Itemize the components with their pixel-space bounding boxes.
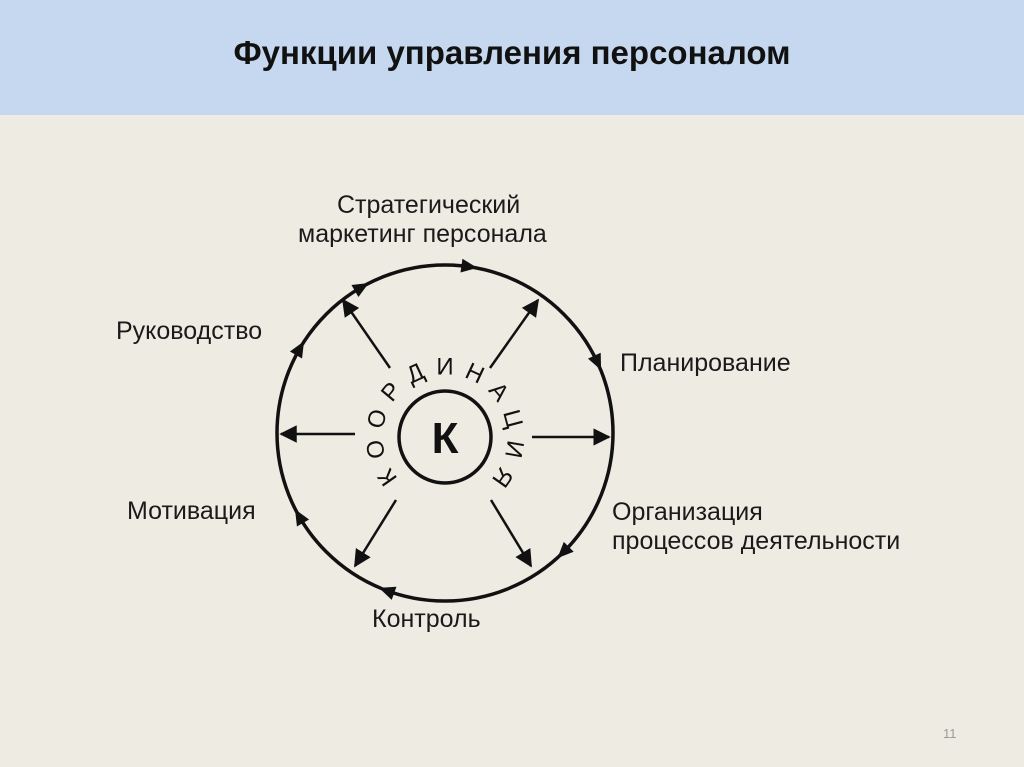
ring-letter: Ц <box>497 407 528 431</box>
label-strategic-marketing-line2: маркетинг персонала <box>298 220 547 248</box>
cycle-arrowhead <box>557 541 574 559</box>
label-leadership: Руководство <box>116 317 263 345</box>
label-organization-line2: процессов деятельности <box>612 527 901 555</box>
outer-cycle-circle <box>275 263 615 603</box>
cycle-arrowhead <box>351 283 369 298</box>
ring-letter: И <box>499 438 529 460</box>
center-circle <box>397 389 493 485</box>
radial-arrow-sw <box>353 499 398 568</box>
radial-arrow-ne <box>488 298 540 369</box>
label-strategic-marketing-line1: Стратегический <box>337 191 521 219</box>
label-control: Контроль <box>372 605 481 633</box>
cycle-arrowhead <box>289 341 304 359</box>
cycle-arrowhead <box>379 586 397 600</box>
slide-title: Функции управления персоналом <box>233 33 791 71</box>
radial-arrows <box>279 298 611 568</box>
label-organization-line1: Организация <box>612 498 763 526</box>
ring-letter: Н <box>461 358 488 390</box>
cycle-arrowhead <box>295 509 310 527</box>
radial-arrow-nw <box>341 298 392 369</box>
ring-letter: О <box>361 438 391 461</box>
ring-letter: О <box>362 406 393 431</box>
ring-letter: А <box>483 377 514 407</box>
label-motivation: Мотивация <box>127 497 256 525</box>
ring-letter: К <box>373 464 403 491</box>
ring-letter: Р <box>376 377 407 407</box>
center-letter: К <box>432 414 459 463</box>
label-planning: Планирование <box>620 349 791 377</box>
ring-letter: Я <box>486 462 518 492</box>
ring-letter: Д <box>402 358 428 389</box>
cycle-arrows <box>289 258 602 600</box>
cycle-arrowhead <box>587 352 602 371</box>
ring-letter: И <box>436 354 453 381</box>
page-number: 11 <box>943 726 957 741</box>
cycle-arrowhead <box>460 258 478 273</box>
radial-arrow-se <box>489 499 533 568</box>
title-bar: Функции управления персоналом <box>0 0 1024 115</box>
